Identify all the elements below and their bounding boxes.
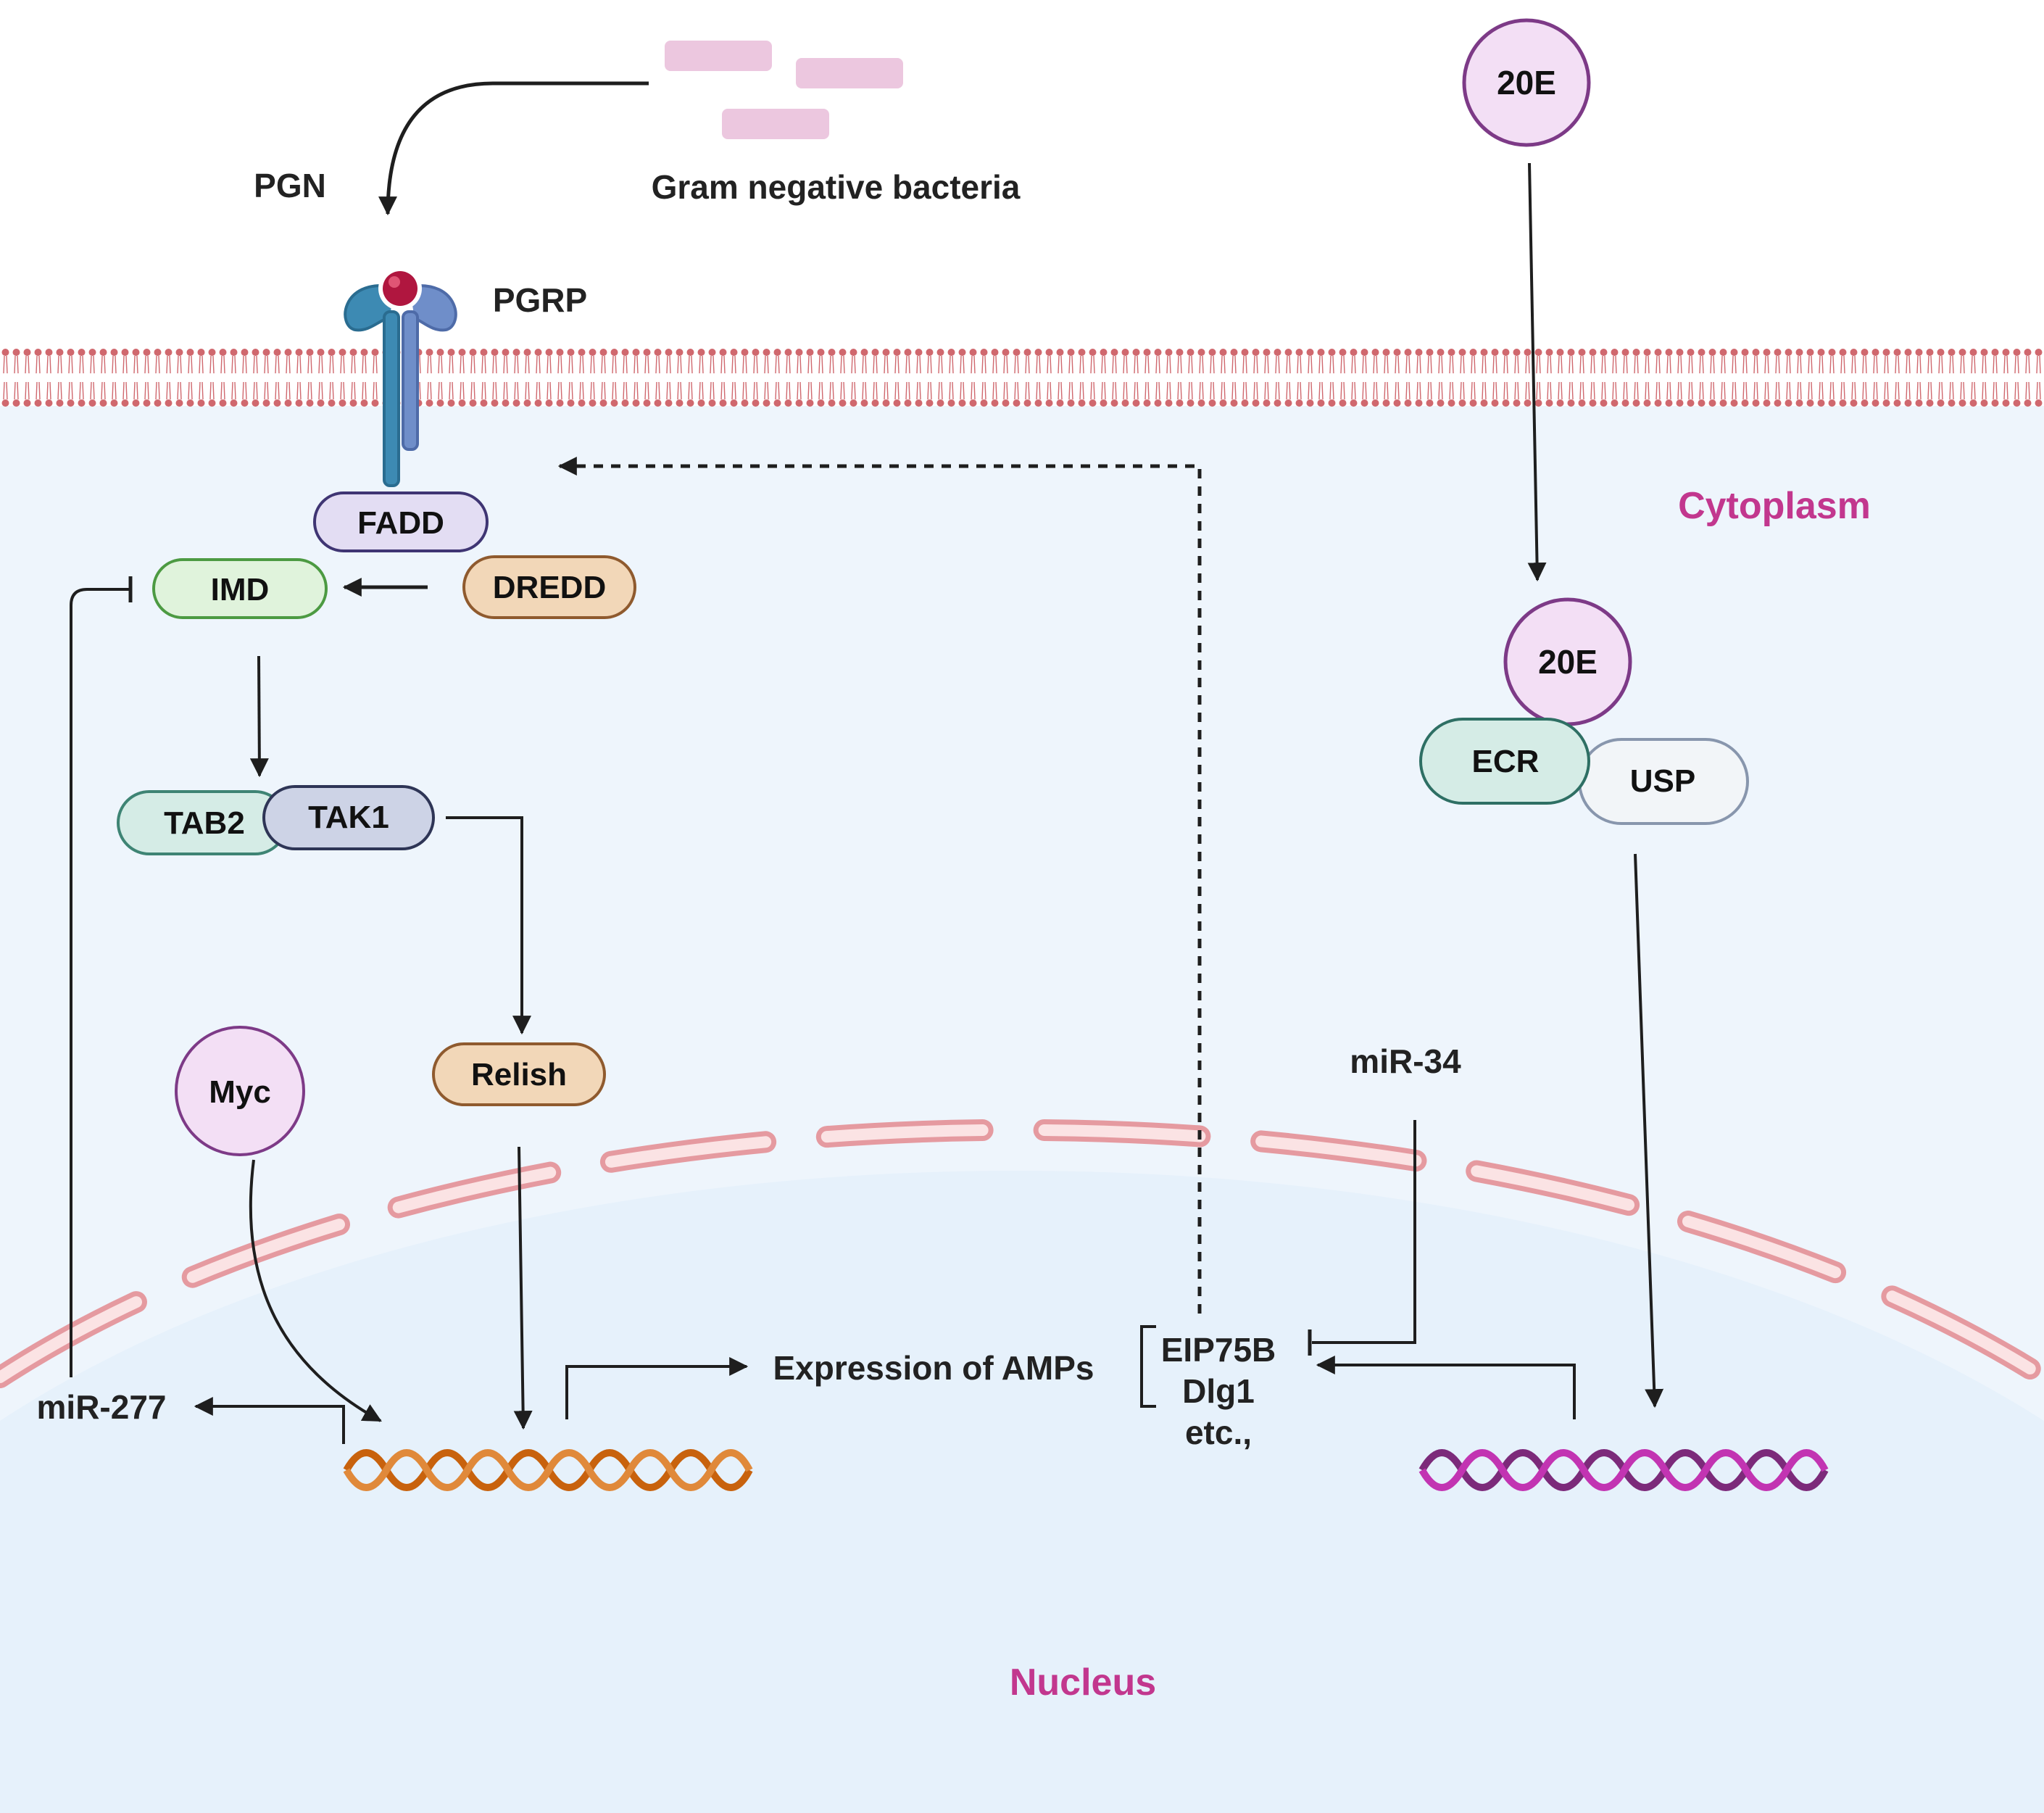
target-genes-bracket	[1140, 1325, 1156, 1408]
ecdysone-bound-label: 20E	[1538, 643, 1598, 681]
target-gene-etc: etc.,	[1185, 1414, 1252, 1451]
relish-label: Relish	[471, 1057, 567, 1092]
fadd-label: FADD	[357, 505, 444, 541]
imd-label: IMD	[211, 572, 270, 607]
ecr-label: ECR	[1472, 744, 1540, 779]
dna-helix-icon	[343, 1449, 753, 1491]
cell-membrane	[0, 348, 2044, 407]
dna-to-mir277-arrow	[194, 1397, 345, 1444]
fadd-node	[313, 491, 489, 552]
tak1-label: TAK1	[308, 800, 389, 835]
ecr-node	[1419, 718, 1590, 805]
pgn-binding-arrow	[378, 81, 649, 216]
pgrp-label: PGRP	[493, 281, 587, 319]
target-gene-dlg1: Dlg1	[1182, 1372, 1255, 1410]
nuclear-envelope-inner	[0, 1124, 2044, 1383]
ecdysone-entry-arrow	[1527, 162, 1547, 582]
mir277-inhibits-imd	[70, 588, 129, 1377]
imd-node	[152, 558, 328, 619]
myc-to-dna-arrow	[249, 1159, 382, 1422]
mir277-label: miR-277	[37, 1388, 167, 1426]
nucleus-label: Nucleus	[1010, 1661, 1156, 1704]
ecdysone-dna-to-targets-arrow	[1316, 1356, 1576, 1419]
target-gene-eip75b: EIP75B	[1161, 1331, 1276, 1369]
bacteria-rod-icon	[665, 41, 903, 139]
dna-helix-icon	[1418, 1449, 1829, 1491]
ecdysone-outside-node	[1462, 18, 1591, 147]
pgrp-receptor-icon	[344, 267, 457, 487]
relish-node	[432, 1042, 606, 1106]
ecr-usp-to-dna-arrow	[1634, 853, 1664, 1409]
tak1-node	[262, 785, 435, 850]
tak1-to-relish-arrow	[446, 816, 531, 1035]
pgn-label: PGN	[254, 167, 326, 204]
relish-to-dna-arrow	[513, 1146, 533, 1430]
target-genes-feedback-dashed-arrow	[557, 457, 1202, 1314]
dredd-label: DREDD	[493, 570, 606, 605]
cytoplasm-label: Cytoplasm	[1678, 485, 1871, 527]
mir34-label: miR-34	[1350, 1042, 1461, 1080]
mir34-inhibits-targets	[1312, 1120, 1416, 1344]
ecdysone-outside-label: 20E	[1497, 64, 1556, 101]
myc-node	[175, 1026, 305, 1156]
dredd-node	[462, 555, 636, 619]
tab2-label: TAB2	[164, 805, 245, 841]
dna-to-amps-arrow	[565, 1357, 749, 1419]
nucleus-region	[0, 1171, 2044, 1813]
myc-label: Myc	[209, 1074, 271, 1110]
amps-expression-label: Expression of AMPs	[773, 1349, 1094, 1387]
gram-negative-bacteria-label: Gram negative bacteria	[652, 168, 1021, 206]
usp-label: USP	[1630, 763, 1695, 799]
